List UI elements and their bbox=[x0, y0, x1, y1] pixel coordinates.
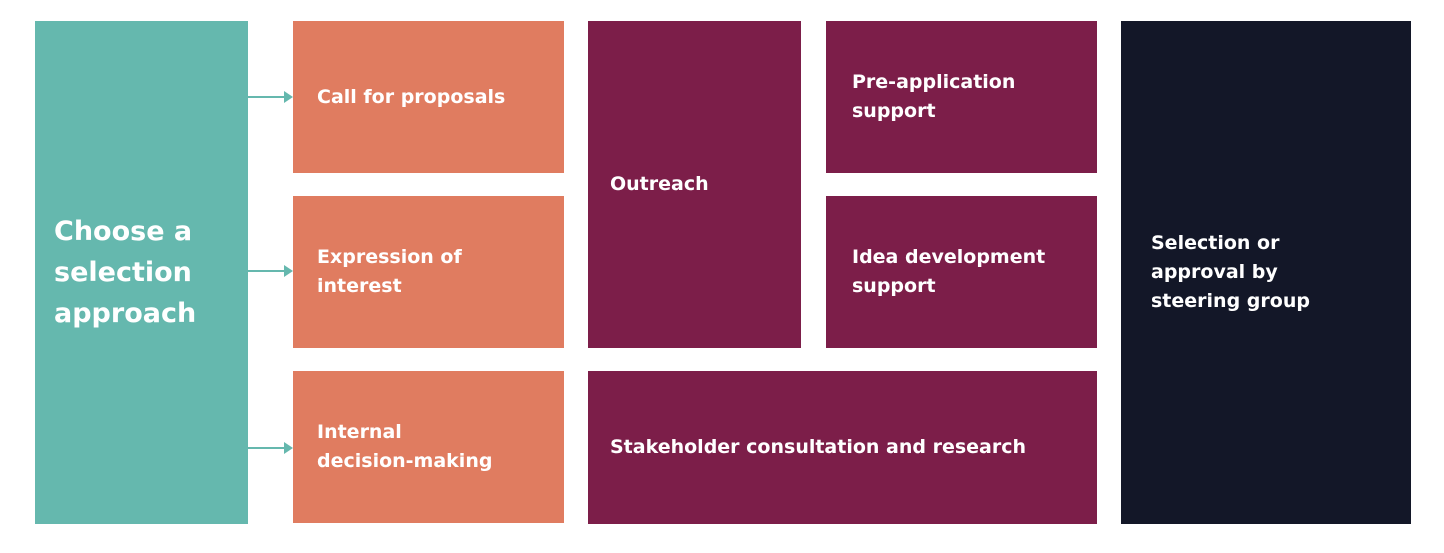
pre-application-support-line-2: support bbox=[852, 100, 936, 122]
call-for-proposals-box: Call for proposals bbox=[293, 21, 564, 173]
selection-approval-box: Selection or approval by steering group bbox=[1121, 21, 1411, 524]
call-for-proposals-label: Call for proposals bbox=[317, 85, 506, 108]
selection-approval-line-3: steering group bbox=[1151, 290, 1310, 312]
expression-of-interest-box: Expression of interest bbox=[293, 196, 564, 348]
selection-approval-line-2: approval by bbox=[1151, 261, 1278, 283]
arrow-head-icon bbox=[284, 442, 293, 454]
choose-selection-approach-line-3: approach bbox=[54, 298, 197, 329]
connector-arrow bbox=[248, 265, 293, 277]
arrow-head-icon bbox=[284, 265, 293, 277]
idea-development-support-line-1: Idea development bbox=[852, 246, 1046, 268]
expression-of-interest-line-2: interest bbox=[317, 275, 402, 297]
connector-arrow bbox=[248, 442, 293, 454]
choose-selection-approach-box: Choose a selection approach bbox=[35, 21, 248, 524]
outreach-label: Outreach bbox=[610, 173, 709, 195]
stakeholder-consultation-label: Stakeholder consultation and research bbox=[610, 436, 1027, 458]
selection-approval-line-1: Selection or bbox=[1151, 232, 1280, 254]
idea-development-support-line-2: support bbox=[852, 275, 936, 297]
idea-development-support-box: Idea development support bbox=[826, 196, 1097, 348]
arrow-head-icon bbox=[284, 91, 293, 103]
pre-application-support-box: Pre-application support bbox=[826, 21, 1097, 173]
pre-application-support-line-1: Pre-application bbox=[852, 71, 1016, 93]
expression-of-interest-line-1: Expression of bbox=[317, 246, 462, 268]
connector-arrow bbox=[248, 91, 293, 103]
stakeholder-consultation-box: Stakeholder consultation and research bbox=[588, 371, 1097, 524]
choose-selection-approach-line-1: Choose a bbox=[54, 216, 193, 247]
internal-decision-making-box: Internal decision-making bbox=[293, 371, 564, 523]
outreach-box: Outreach bbox=[588, 21, 801, 348]
choose-selection-approach-line-2: selection bbox=[54, 257, 192, 288]
internal-decision-making-line-1: Internal bbox=[317, 421, 402, 443]
internal-decision-making-line-2: decision-making bbox=[317, 450, 493, 472]
